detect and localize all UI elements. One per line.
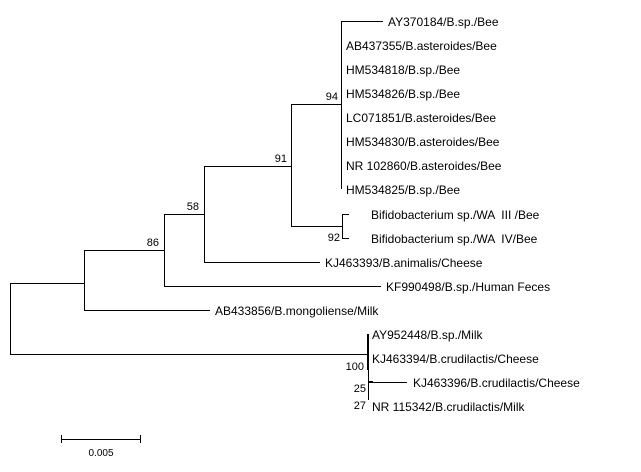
scale-bar: 0.005 bbox=[61, 435, 141, 459]
bootstrap-27: 27 bbox=[354, 400, 366, 412]
scale-bar-label: 0.005 bbox=[88, 448, 113, 459]
leaf-label: KJ463393/B.animalis/Cheese bbox=[325, 256, 483, 270]
leaf-label: AY952448/B.sp./Milk bbox=[372, 328, 484, 342]
leaf-label: AY370184/B.sp./Bee bbox=[388, 15, 499, 29]
bootstrap-100: 100 bbox=[346, 361, 364, 373]
leaf-label: HM534826/B.sp./Bee bbox=[346, 87, 460, 101]
bootstrap-92: 92 bbox=[328, 232, 340, 244]
bootstrap-91: 91 bbox=[275, 153, 287, 165]
leaf-label: NR 102860/B.asteroides/Bee bbox=[346, 159, 502, 173]
tree-branches bbox=[10, 21, 407, 400]
leaf-label: Bifidobacterium sp./WA IV/Bee bbox=[371, 232, 538, 246]
bootstrap-values: 94 91 58 86 92 100 25 27 bbox=[147, 91, 366, 412]
leaf-label: AB437355/B.asteroides/Bee bbox=[346, 39, 497, 53]
leaf-label: HM534818/B.sp./Bee bbox=[346, 63, 460, 77]
leaf-label: KF990498/B.sp./Human Feces bbox=[386, 280, 550, 294]
bootstrap-58: 58 bbox=[187, 201, 199, 213]
leaf-label: Bifidobacterium sp./WA III /Bee bbox=[371, 208, 540, 222]
bootstrap-25: 25 bbox=[354, 383, 366, 395]
leaf-label: AB433856/B.mongoliense/Milk bbox=[215, 304, 379, 318]
bootstrap-94: 94 bbox=[326, 91, 338, 103]
leaf-label: HM534825/B.sp./Bee bbox=[346, 183, 460, 197]
leaf-label: NR 115342/B.crudilactis/Milk bbox=[372, 400, 526, 414]
bootstrap-86: 86 bbox=[147, 237, 159, 249]
leaf-labels: AY370184/B.sp./Bee AB437355/B.asteroides… bbox=[215, 15, 580, 414]
leaf-label: KJ463394/B.crudilactis/Cheese bbox=[372, 352, 539, 366]
leaf-label: HM534830/B.asteroides/Bee bbox=[346, 135, 500, 149]
leaf-label: KJ463396/B.crudilactis/Cheese bbox=[413, 376, 580, 390]
leaf-label: LC071851/B.asteroides/Bee bbox=[346, 111, 496, 125]
